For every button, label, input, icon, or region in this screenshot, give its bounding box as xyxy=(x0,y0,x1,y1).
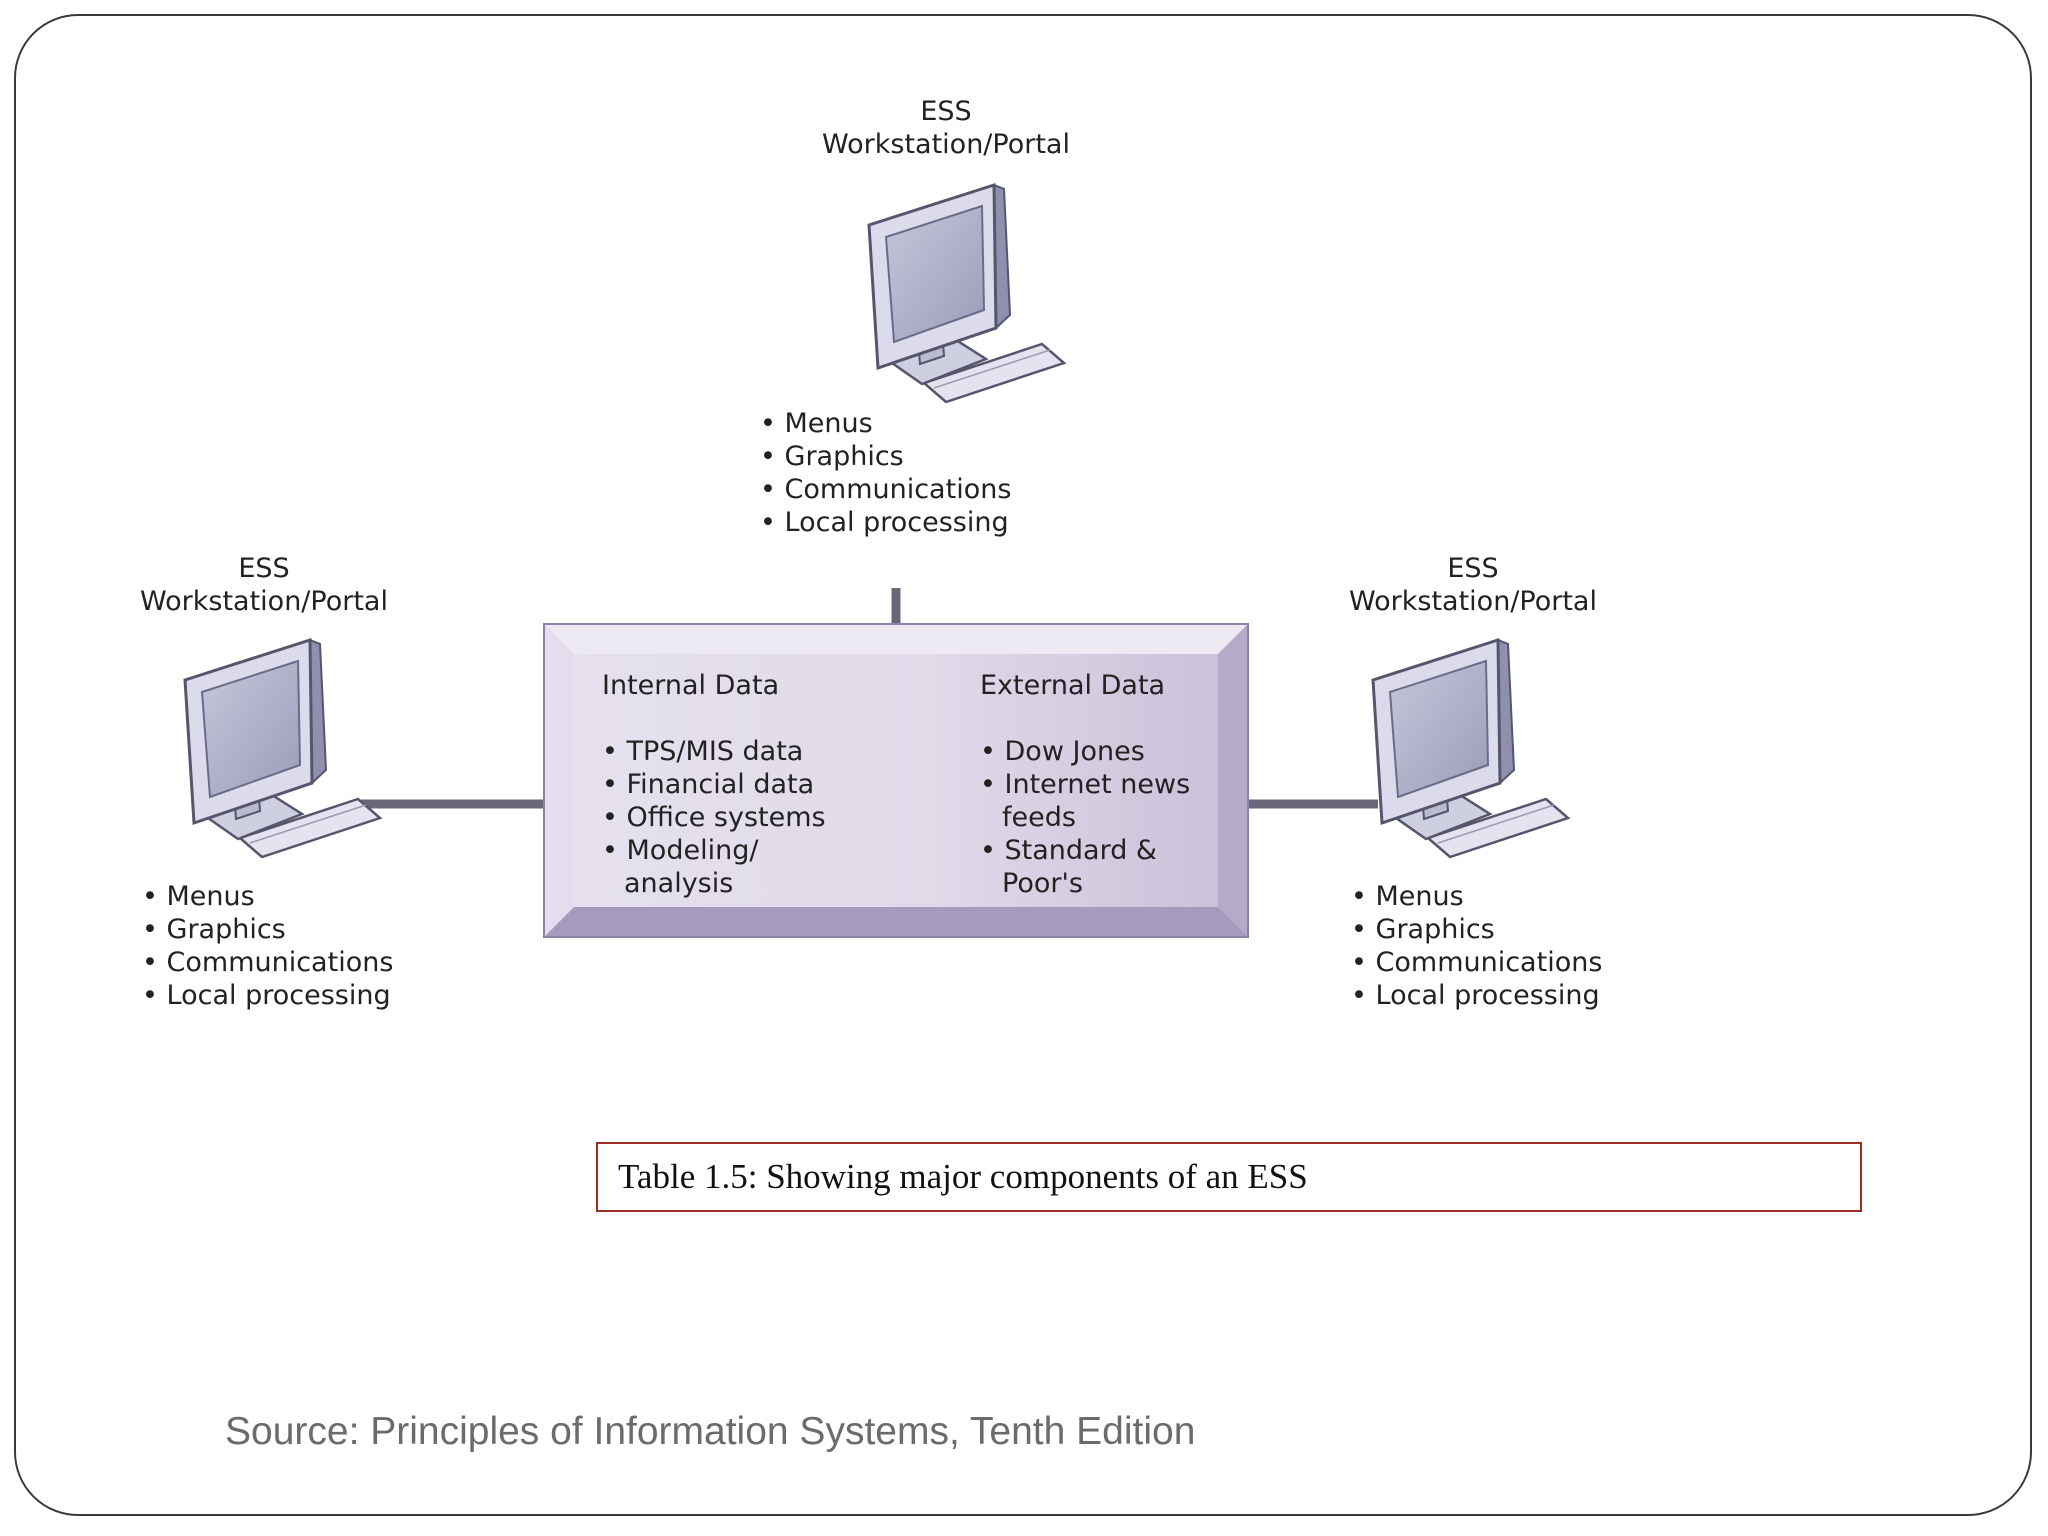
feature-item: Menus xyxy=(1351,880,1602,913)
external-data-item: Internet news feeds xyxy=(980,768,1200,834)
workstation-left-title: ESS xyxy=(238,553,290,584)
internal-data-item: Financial data xyxy=(602,768,852,801)
workstation-right-title: ESS xyxy=(1447,553,1499,584)
external-data-item: Dow Jones xyxy=(980,735,1200,768)
workstation-right-subtitle: Workstation/Portal xyxy=(1349,586,1597,617)
workstation-top-title: ESS xyxy=(920,96,972,127)
feature-item: Menus xyxy=(142,880,393,913)
feature-item: Local processing xyxy=(1351,979,1602,1012)
external-data-list: Dow Jones Internet news feeds Standard &… xyxy=(980,735,1200,900)
workstation-left-computer-icon xyxy=(183,638,382,859)
feature-item: Graphics xyxy=(1351,913,1602,946)
figure-caption: Table 1.5: Showing major components of a… xyxy=(596,1142,1862,1212)
external-data-title: External Data xyxy=(980,670,1166,701)
feature-item: Local processing xyxy=(142,979,393,1012)
workstation-right-features: Menus Graphics Communications Local proc… xyxy=(1351,880,1603,1012)
internal-data-item: TPS/MIS data xyxy=(602,735,852,768)
internal-data-title: Internal Data xyxy=(602,670,780,701)
source-citation: Source: Principles of Information System… xyxy=(225,1410,1196,1453)
feature-item: Communications xyxy=(760,473,1012,506)
workstation-right-label: ESS Workstation/Portal xyxy=(1323,552,1623,618)
workstation-top-features: Menus Graphics Communications Local proc… xyxy=(760,407,1012,539)
workstation-left-features: Menus Graphics Communications Local proc… xyxy=(142,880,394,1012)
internal-data-item: Modeling/ analysis xyxy=(602,834,852,900)
feature-item: Graphics xyxy=(760,440,1011,473)
workstation-top-label: ESS Workstation/Portal xyxy=(796,95,1096,161)
workstation-top-subtitle: Workstation/Portal xyxy=(822,129,1070,160)
feature-item: Communications xyxy=(1351,946,1603,979)
internal-data-item: Office systems xyxy=(602,801,852,834)
internal-data-list: TPS/MIS data Financial data Office syste… xyxy=(602,735,852,900)
external-data-item: Standard & Poor's xyxy=(980,834,1200,900)
workstation-left-label: ESS Workstation/Portal xyxy=(114,552,414,618)
feature-item: Menus xyxy=(760,407,1011,440)
workstation-right-computer-icon xyxy=(1371,638,1570,859)
workstation-top-computer-icon xyxy=(867,183,1066,404)
feature-item: Graphics xyxy=(142,913,393,946)
workstation-left-subtitle: Workstation/Portal xyxy=(140,586,388,617)
feature-item: Communications xyxy=(142,946,394,979)
feature-item: Local processing xyxy=(760,506,1011,539)
